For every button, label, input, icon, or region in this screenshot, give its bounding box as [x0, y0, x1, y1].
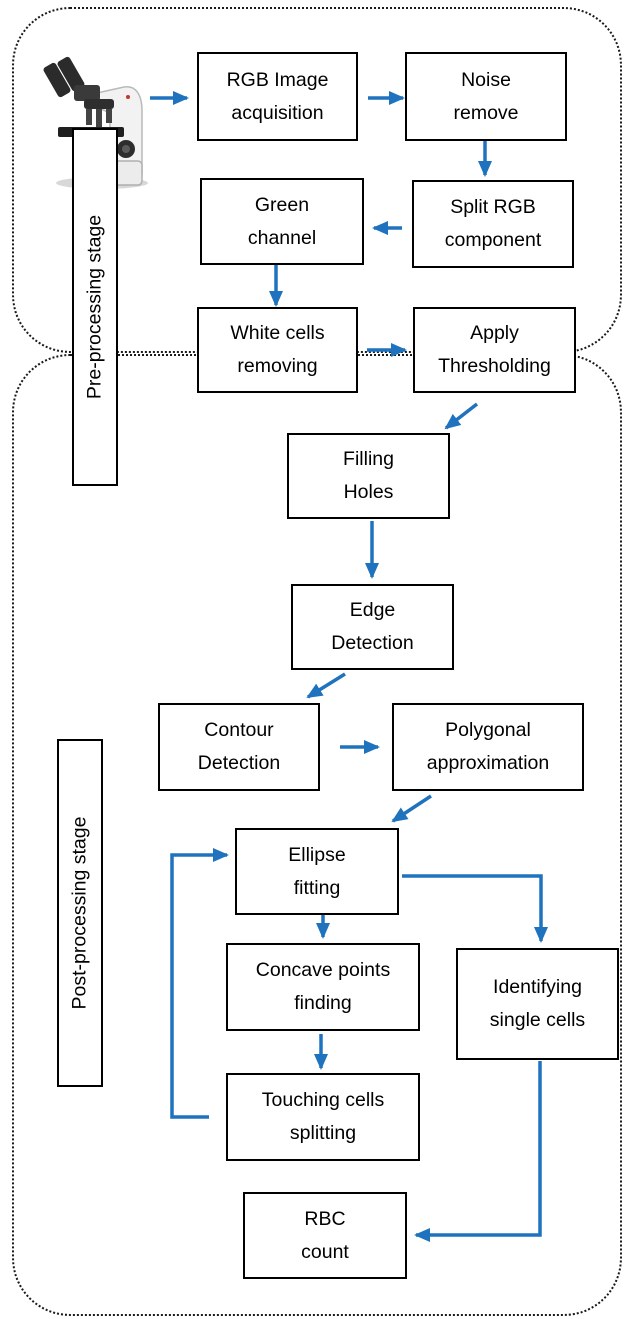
edge-detection-box: Edge Detection — [291, 584, 454, 670]
arrow-touching-loop-to-ellipse — [170, 848, 229, 1119]
arrow-polygonal-to-ellipse — [391, 794, 432, 823]
noise-remove-box: Noise remove — [405, 52, 567, 141]
concave-points-finding-box: Concave points finding — [226, 943, 420, 1031]
ellipse-fitting-box: Ellipse fitting — [235, 828, 399, 915]
green-channel-box: Green channel — [200, 178, 364, 265]
arrow-threshold-to-filling — [444, 402, 479, 430]
apply-thresholding-box: Apply Thresholding — [413, 307, 576, 393]
rbc-count-box: RBC count — [243, 1192, 407, 1279]
pre-processing-stage-label: Pre-processing stage — [72, 128, 118, 486]
arrow-identifying-to-rbc — [414, 1061, 542, 1242]
contour-detection-box: Contour Detection — [158, 703, 320, 791]
arrow-edge-to-contour — [306, 672, 346, 699]
filling-holes-box: Filling Holes — [287, 433, 450, 519]
touching-cells-splitting-box: Touching cells splitting — [226, 1073, 420, 1161]
white-cells-removing-box: White cells removing — [197, 307, 358, 393]
identifying-single-cells-box: Identifying single cells — [456, 948, 619, 1060]
rgb-image-acquisition-box: RGB Image acquisition — [197, 52, 358, 141]
polygonal-approximation-box: Polygonal approximation — [392, 703, 584, 791]
split-rgb-component-box: Split RGB component — [412, 180, 574, 268]
arrow-ellipse-to-identifying — [402, 874, 548, 943]
post-processing-stage-label: Post-processing stage — [57, 739, 103, 1087]
